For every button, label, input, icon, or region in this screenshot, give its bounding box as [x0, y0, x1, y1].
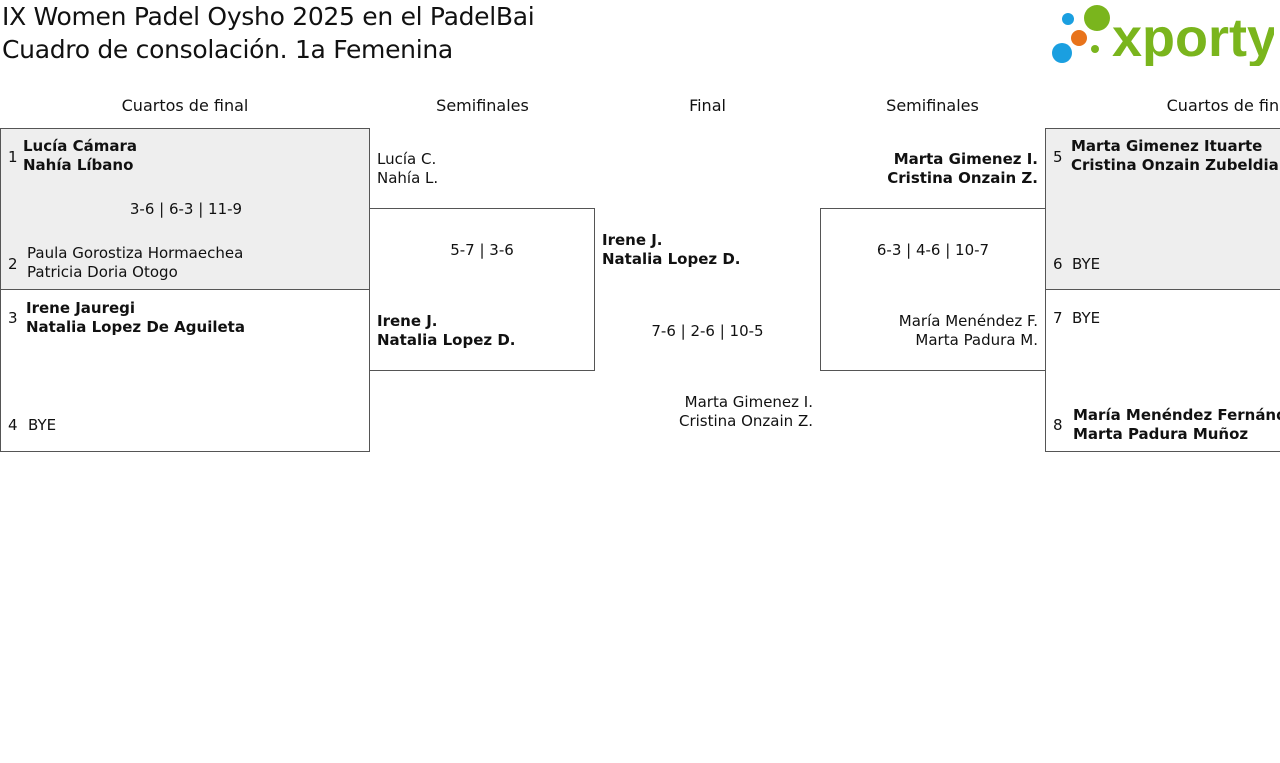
- player-name: Marta Padura M.: [915, 331, 1038, 349]
- team-name[interactable]: María Menéndez F. Marta Padura M.: [899, 312, 1038, 350]
- player-name: Paula Gorostiza Hormaechea: [27, 244, 244, 262]
- player-name: Lucía C.: [377, 150, 437, 168]
- round-header-left-sf: Semifinales: [436, 96, 529, 115]
- player-name: Cristina Onzain Zubeldia: [1071, 156, 1279, 174]
- team-name[interactable]: María Menéndez Fernández Marta Padura Mu…: [1073, 406, 1280, 444]
- match-score: 6-3 | 4-6 | 10-7: [876, 241, 990, 259]
- seed-number: 4: [8, 416, 18, 434]
- player-name: Natalia Lopez De Aguileta: [26, 318, 245, 336]
- left-qf-match-2[interactable]: 3 Irene Jauregi Natalia Lopez De Aguilet…: [0, 289, 370, 452]
- player-name: Patricia Doria Otogo: [27, 263, 178, 281]
- bye-label: BYE: [1072, 255, 1101, 273]
- logo-wordmark: xporty: [1112, 8, 1274, 66]
- final-team-bottom[interactable]: Marta Gimenez I. Cristina Onzain Z.: [679, 393, 813, 431]
- player-name: María Menéndez F.: [898, 312, 1038, 330]
- player-name: Nahía L.: [377, 169, 439, 187]
- seed-number: 8: [1053, 416, 1063, 434]
- left-sf-match[interactable]: 5-7 | 3-6 Irene J. Natalia Lopez D.: [369, 208, 595, 371]
- tournament-title: IX Women Padel Oysho 2025 en el PadelBai: [2, 2, 535, 31]
- xporty-logo-icon: xporty: [1052, 5, 1277, 68]
- seed-number: 3: [8, 309, 18, 327]
- seed-number: 1: [8, 148, 18, 166]
- player-name: Irene J.: [602, 231, 663, 249]
- player-name: Cristina Onzain Z.: [887, 169, 1038, 187]
- bye-label: BYE: [1072, 309, 1101, 327]
- match-score: 5-7 | 3-6: [450, 241, 514, 259]
- player-name: Natalia Lopez D.: [377, 331, 516, 349]
- match-score: 3-6 | 6-3 | 11-9: [129, 200, 243, 218]
- round-header-left-qf: Cuartos de final: [121, 96, 249, 115]
- left-qf-match-1[interactable]: 1 Lucía Cámara Nahía Líbano 3-6 | 6-3 | …: [0, 128, 370, 290]
- player-name: Marta Padura Muñoz: [1073, 425, 1249, 443]
- team-name[interactable]: Paula Gorostiza Hormaechea Patricia Dori…: [27, 244, 243, 282]
- team-name[interactable]: Irene J. Natalia Lopez D.: [377, 312, 515, 350]
- round-header-final: Final: [689, 96, 726, 115]
- final-team-top[interactable]: Irene J. Natalia Lopez D.: [602, 231, 740, 269]
- seed-number: 2: [8, 255, 18, 273]
- round-header-right-sf: Semifinales: [886, 96, 979, 115]
- team-name[interactable]: Lucía Cámara Nahía Líbano: [23, 137, 137, 175]
- right-sf-match[interactable]: 6-3 | 4-6 | 10-7 María Menéndez F. Marta…: [820, 208, 1046, 371]
- right-qf-match-1[interactable]: 5 Marta Gimenez Ituarte Cristina Onzain …: [1045, 128, 1280, 290]
- left-sf-team-top[interactable]: Lucía C. Nahía L.: [377, 150, 438, 188]
- bye-label: BYE: [28, 416, 57, 434]
- round-header-right-qf: Cuartos de final: [1166, 96, 1280, 115]
- player-name: Nahía Líbano: [23, 156, 134, 174]
- player-name: Irene Jauregi: [26, 299, 136, 317]
- player-name: Marta Gimenez Ituarte: [1071, 137, 1263, 155]
- seed-number: 7: [1053, 309, 1063, 327]
- seed-number: 5: [1053, 148, 1063, 166]
- player-name: Cristina Onzain Z.: [678, 412, 813, 430]
- team-name[interactable]: Marta Gimenez Ituarte Cristina Onzain Zu…: [1071, 137, 1279, 175]
- player-name: Natalia Lopez D.: [602, 250, 741, 268]
- final-score: 7-6 | 2-6 | 10-5: [651, 322, 764, 340]
- seed-number: 6: [1053, 255, 1063, 273]
- player-name: Marta Gimenez I.: [893, 150, 1038, 168]
- right-sf-team-top[interactable]: Marta Gimenez I. Cristina Onzain Z.: [887, 150, 1038, 188]
- xporty-logo[interactable]: xporty: [1052, 4, 1277, 68]
- team-name[interactable]: Irene Jauregi Natalia Lopez De Aguileta: [26, 299, 245, 337]
- player-name: María Menéndez Fernández: [1073, 406, 1280, 424]
- player-name: Lucía Cámara: [23, 137, 138, 155]
- right-qf-match-2[interactable]: 7 BYE 8 María Menéndez Fernández Marta P…: [1045, 289, 1280, 452]
- draw-subtitle: Cuadro de consolación. 1a Femenina: [2, 35, 453, 64]
- player-name: Irene J.: [377, 312, 438, 330]
- player-name: Marta Gimenez I.: [684, 393, 813, 411]
